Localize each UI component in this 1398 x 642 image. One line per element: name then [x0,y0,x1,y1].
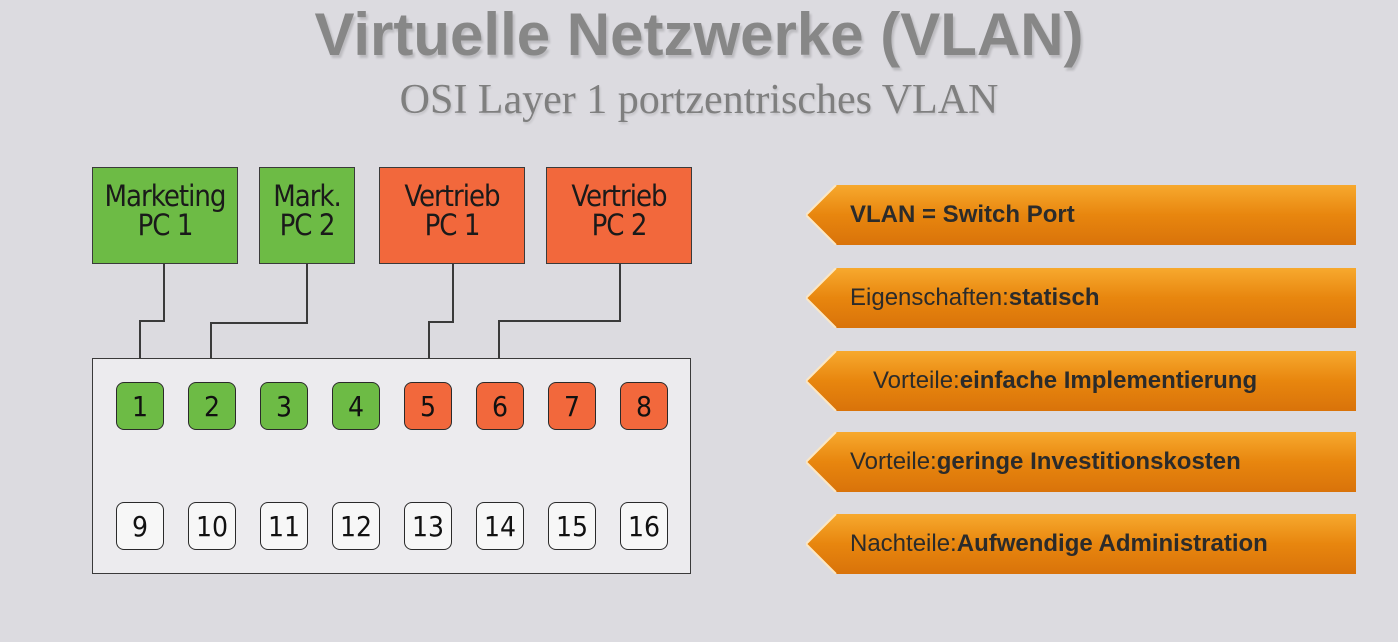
info-tag-vorteile-2: Vorteile: geringe Investitionskosten [806,432,1356,492]
switch-box [92,358,691,574]
info-tag-vorteile-1: Vorteile: einfache Implementierung [806,351,1356,411]
switch-port: 8 [620,382,668,430]
pc-label-line1: Mark. [273,179,342,213]
tag-bold: Aufwendige Administration [956,530,1268,557]
pc-vertrieb-1: Vertrieb PC 1 [379,167,525,264]
pc-label-line1: Marketing [104,179,227,213]
pc-marketing-2: Mark. PC 2 [259,167,355,264]
info-tag-nachteile: Nachteile: Aufwendige Administration [806,514,1356,574]
switch-port: 2 [188,382,236,430]
switch-port: 9 [116,502,164,550]
switch-port: 1 [116,382,164,430]
tag-prefix: Vorteile: [873,367,960,394]
switch-port: 12 [332,502,380,550]
tag-bold: einfache Implementierung [959,367,1258,394]
switch-port: 13 [404,502,452,550]
switch-port: 6 [476,382,524,430]
pc-label-line1: Vertrieb [571,179,667,213]
tag-bold: VLAN = Switch Port [850,201,1075,228]
page-title: Virtuelle Netzwerke (VLAN) [314,1,1084,68]
tag-bold: statisch [1008,284,1100,311]
tag-bold: geringe Investitionskosten [936,448,1241,475]
pc-vertrieb-2: Vertrieb PC 2 [546,167,692,264]
pc-label-line2: PC 1 [137,208,194,242]
switch-port: 14 [476,502,524,550]
pc-label-line1: Vertrieb [404,179,500,213]
pc-label-line2: PC 2 [591,208,648,242]
switch-port: 15 [548,502,596,550]
switch-port: 3 [260,382,308,430]
tag-prefix: Nachteile: [850,530,957,557]
info-tag-eigenschaften: Eigenschaften: statisch [806,268,1356,328]
tag-prefix: Vorteile: [850,448,937,475]
switch-port: 7 [548,382,596,430]
tag-prefix: Eigenschaften: [850,284,1009,311]
page-subtitle: OSI Layer 1 portzentrisches VLAN [399,77,999,123]
switch-port: 4 [332,382,380,430]
info-tag-vlan: VLAN = Switch Port [806,185,1356,245]
switch-port: 5 [404,382,452,430]
pc-label-line2: PC 1 [424,208,481,242]
switch-port: 10 [188,502,236,550]
switch-port: 11 [260,502,308,550]
pc-marketing-1: Marketing PC 1 [92,167,238,264]
pc-label-line2: PC 2 [279,208,336,242]
switch-port: 16 [620,502,668,550]
